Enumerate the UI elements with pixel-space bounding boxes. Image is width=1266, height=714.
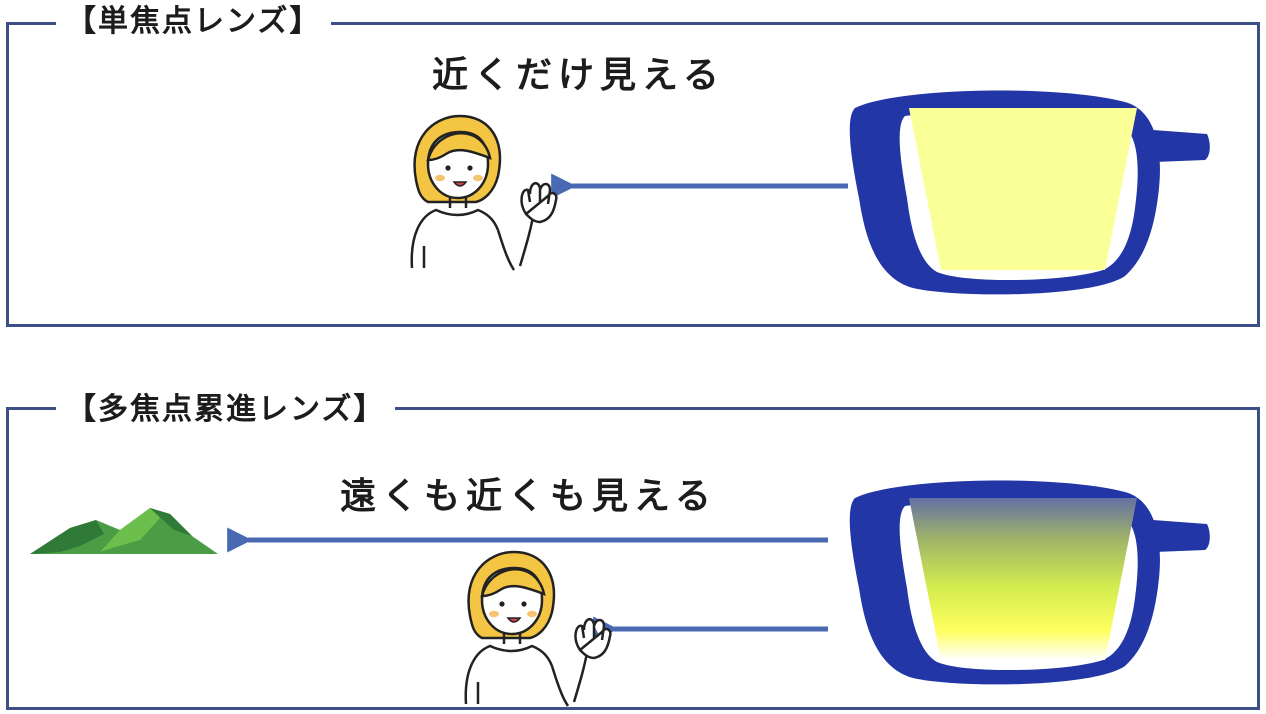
caption-single: 近くだけ見える [432, 55, 725, 96]
lens-single-focus [909, 108, 1137, 270]
glasses-icon [849, 90, 1210, 295]
panel-title-single: 【単焦点レンズ】 [56, 4, 332, 40]
person-icon [410, 114, 558, 272]
caption-progressive: 遠くも近くも見える [340, 476, 717, 517]
lens-progressive [909, 498, 1137, 660]
mountain-icon [30, 508, 218, 554]
glasses-icon [849, 480, 1210, 685]
panel-title-progressive: 【多焦点累進レンズ】 [56, 392, 396, 428]
person-icon [464, 550, 612, 708]
